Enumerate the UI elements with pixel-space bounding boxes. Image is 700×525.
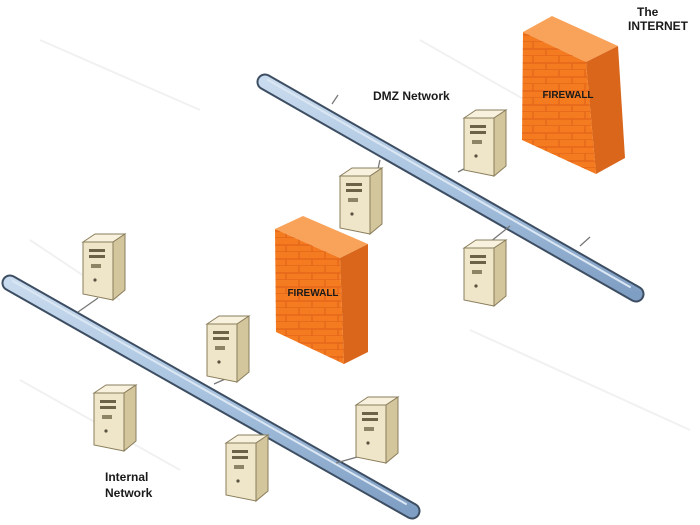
server-icon (338, 167, 384, 236)
servers (81, 109, 508, 503)
internal-network-pipe (1, 274, 421, 520)
firewall-internal-label: FIREWALL (287, 288, 338, 299)
internal-network-label-line1: Internal (105, 470, 149, 484)
server-icon (462, 239, 508, 308)
dmz-network-pipe (256, 73, 645, 303)
internet-label-line2: INTERNET (628, 19, 688, 33)
server-icon (92, 384, 138, 453)
server-icon (205, 315, 251, 384)
server-icon (462, 109, 508, 178)
server-icon (354, 396, 400, 465)
internet-label-line1: The (637, 5, 659, 19)
firewall-internal: FIREWALL (275, 216, 368, 364)
firewall-dmz-label: FIREWALL (542, 90, 593, 101)
server-icon (81, 233, 127, 302)
firewall-dmz: FIREWALL (522, 16, 625, 174)
server-icon (224, 434, 270, 503)
dmz-network-label: DMZ Network (373, 89, 450, 103)
background-sketch (19, 39, 691, 471)
internal-network-label-line2: Network (105, 486, 153, 500)
